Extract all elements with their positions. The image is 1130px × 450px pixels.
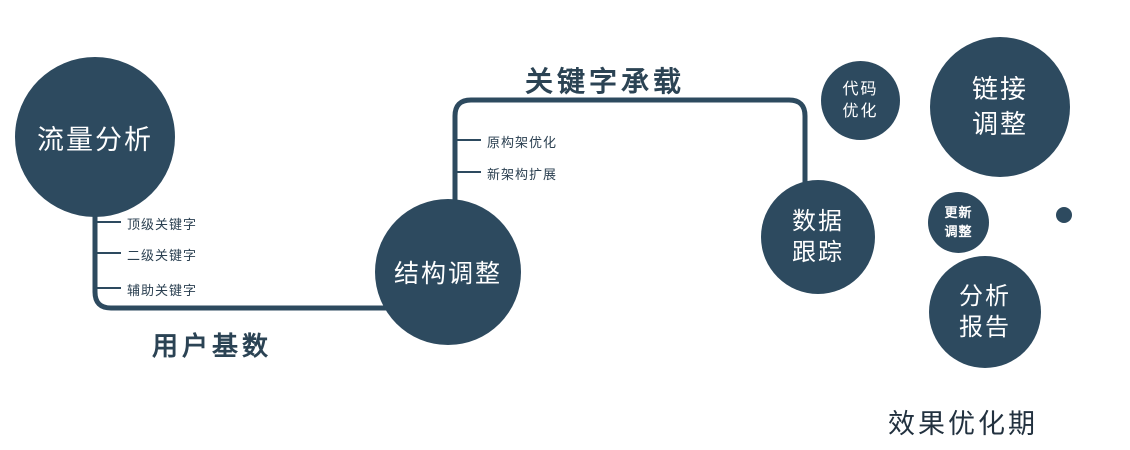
edge-label-keyword-carry: 关键字承载 bbox=[525, 66, 686, 97]
node-update-adjustment-line2: 调整 bbox=[944, 223, 973, 239]
branch-label-auxiliary-keywords: 辅助关键字 bbox=[127, 283, 198, 298]
node-link-adjustment: 链接 调整 bbox=[930, 37, 1070, 177]
node-traffic-analysis-label: 流量分析 bbox=[37, 124, 153, 155]
branch-label-original-architecture: 原构架优化 bbox=[487, 135, 558, 150]
structure-branch-ticks bbox=[455, 139, 481, 173]
node-update-adjustment-line1: 更新 bbox=[944, 205, 973, 221]
node-traffic-analysis: 流量分析 bbox=[15, 57, 175, 217]
node-analysis-report: 分析 报告 bbox=[929, 256, 1041, 368]
node-data-tracking: 数据 跟踪 bbox=[761, 180, 875, 294]
node-link-adjustment-line1: 链接 bbox=[971, 73, 1028, 104]
node-data-tracking-line2: 跟踪 bbox=[792, 239, 844, 266]
node-update-adjustment: 更新 调整 bbox=[928, 192, 989, 253]
node-data-tracking-line1: 数据 bbox=[792, 207, 844, 235]
node-link-adjustment-line2: 调整 bbox=[971, 109, 1028, 139]
caption-effect-optimization-period: 效果优化期 bbox=[888, 409, 1038, 439]
node-analysis-report-line1: 分析 bbox=[959, 282, 1011, 310]
node-code-optimization: 代码 优化 bbox=[821, 61, 900, 140]
traffic-branch-ticks bbox=[95, 221, 121, 289]
node-structure-adjustment-label: 结构调整 bbox=[393, 260, 502, 288]
branch-label-top-keywords: 顶级关键字 bbox=[127, 217, 198, 232]
node-structure-adjustment: 结构调整 bbox=[375, 199, 521, 345]
edge-label-user-base: 用户基数 bbox=[152, 331, 273, 361]
node-code-optimization-line1: 代码 bbox=[842, 80, 879, 98]
node-code-optimization-line2: 优化 bbox=[842, 102, 879, 120]
keyword-carry-connector bbox=[452, 97, 808, 215]
user-base-connector bbox=[92, 200, 430, 311]
bullet-dot bbox=[1056, 207, 1072, 223]
branch-label-secondary-keywords: 二级关键字 bbox=[127, 248, 198, 263]
node-analysis-report-line2: 报告 bbox=[959, 314, 1011, 341]
branch-label-new-architecture: 新架构扩展 bbox=[487, 167, 558, 182]
